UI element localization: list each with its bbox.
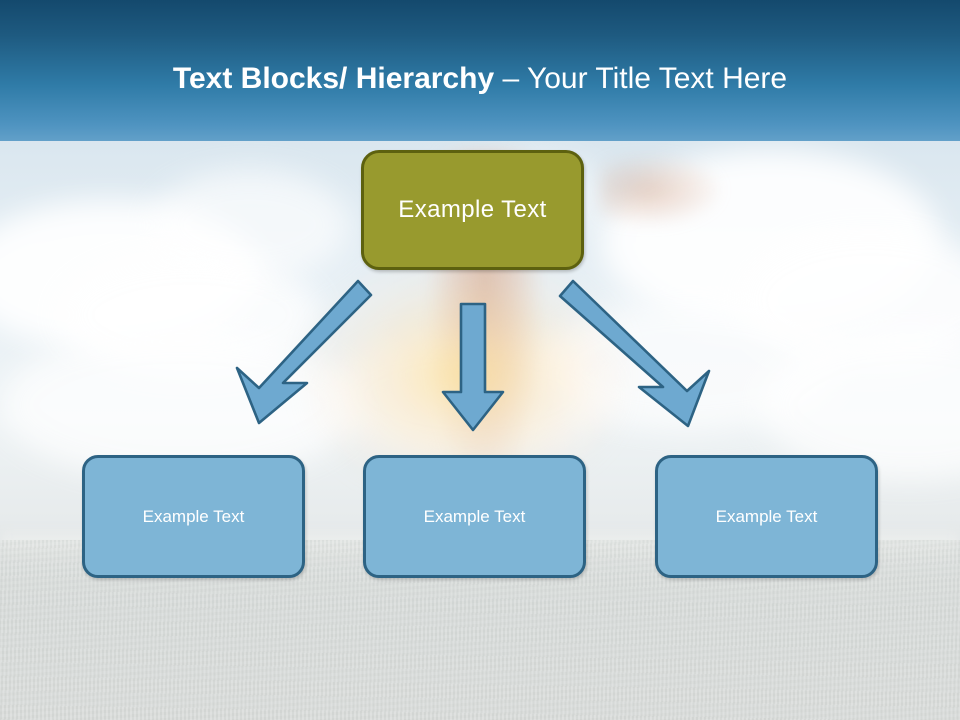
page-title: Text Blocks/ Hierarchy – Your Title Text…: [173, 62, 787, 95]
title-regular-part: – Your Title Text Here: [494, 62, 788, 95]
person-arms-silhouette: [600, 155, 720, 225]
title-bold-part: Text Blocks/ Hierarchy: [172, 62, 495, 95]
hierarchy-child-box-1[interactable]: Example Text: [82, 455, 305, 578]
hierarchy-child-box-3[interactable]: Example Text: [655, 455, 878, 578]
hierarchy-child-label-3: Example Text: [715, 506, 818, 526]
hierarchy-parent-box[interactable]: Example Text: [361, 150, 584, 270]
hierarchy-child-box-2[interactable]: Example Text: [363, 455, 586, 578]
hierarchy-child-label-1: Example Text: [142, 506, 245, 526]
hierarchy-parent-label: Example Text: [398, 196, 547, 223]
hierarchy-child-label-2: Example Text: [423, 506, 526, 526]
title-banner: Text Blocks/ Hierarchy – Your Title Text…: [0, 0, 960, 141]
